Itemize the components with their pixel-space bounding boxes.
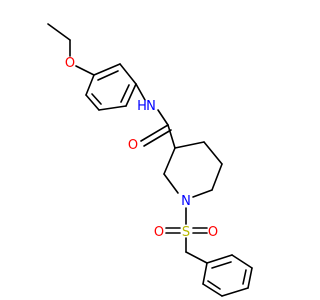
bond bbox=[85, 94, 100, 111]
piperidine-nitrogen-label: N bbox=[181, 194, 191, 209]
bond bbox=[231, 254, 253, 269]
molecule-canvas: O N H O N S O O bbox=[47, 23, 253, 297]
bond bbox=[211, 163, 223, 191]
ether-oxygen-label: O bbox=[65, 56, 75, 71]
bond bbox=[135, 83, 146, 101]
bond bbox=[247, 267, 253, 289]
bond bbox=[140, 124, 169, 142]
bond bbox=[119, 63, 137, 85]
structure-diagram: O N H O N S O O bbox=[47, 23, 253, 297]
bond bbox=[192, 189, 213, 198]
bond-layer bbox=[47, 23, 253, 297]
bond bbox=[163, 173, 179, 194]
amide-nitrogen-label: N bbox=[146, 99, 156, 114]
bond bbox=[185, 251, 208, 264]
bond bbox=[97, 70, 119, 81]
bond bbox=[211, 261, 232, 269]
sulfonyl-oxygen-left-label: O bbox=[154, 225, 164, 240]
bond bbox=[167, 124, 176, 149]
bond bbox=[242, 269, 247, 285]
bond bbox=[157, 109, 169, 126]
bond bbox=[91, 93, 102, 105]
sulfonyl-oxygen-right-label: O bbox=[208, 225, 218, 240]
bond bbox=[207, 280, 221, 290]
bond bbox=[202, 283, 223, 297]
atom-label-layer: O N H O N S O O bbox=[65, 56, 218, 240]
bond bbox=[75, 65, 95, 76]
bond bbox=[85, 74, 95, 96]
amide-hydrogen-label: H bbox=[137, 99, 147, 114]
bond bbox=[174, 141, 205, 149]
bond bbox=[221, 287, 249, 297]
bond bbox=[98, 105, 127, 111]
bond bbox=[120, 84, 130, 103]
bond bbox=[47, 23, 71, 41]
bond bbox=[93, 63, 121, 76]
bond bbox=[202, 262, 208, 285]
carbonyl-oxygen-label: O bbox=[128, 138, 138, 153]
bond bbox=[163, 147, 176, 175]
bond bbox=[206, 254, 233, 264]
bond bbox=[203, 141, 223, 165]
sulfonyl-sulfur-label: S bbox=[182, 225, 190, 240]
bond bbox=[143, 129, 172, 147]
bond bbox=[125, 83, 137, 107]
